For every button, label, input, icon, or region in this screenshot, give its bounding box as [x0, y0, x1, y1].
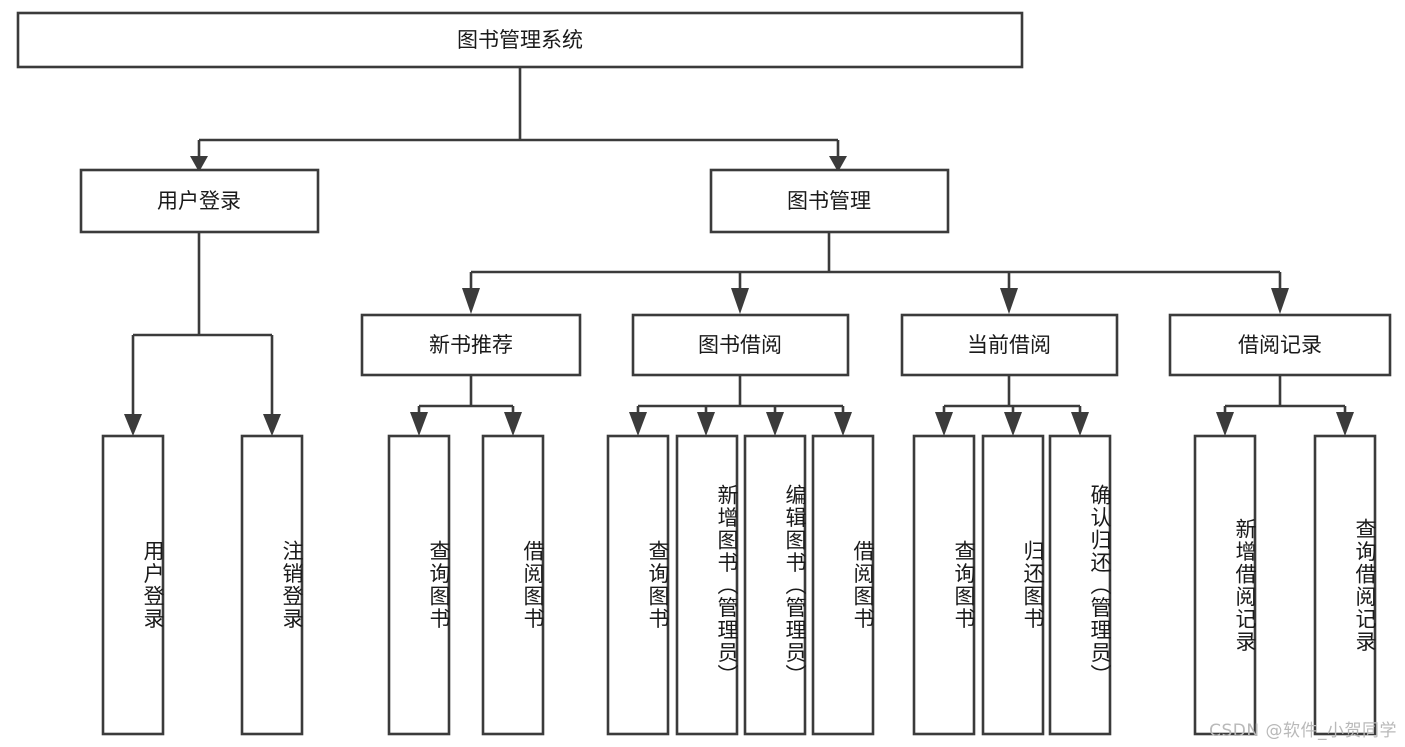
node-book-manage[interactable]: 图书管理	[709, 168, 950, 234]
leaf-box-confirm-return[interactable]	[1048, 434, 1112, 736]
user-login-label: 用户登录	[157, 189, 241, 213]
arrow-to-user-login	[190, 156, 208, 172]
leaf-box-query-book-rec[interactable]	[387, 434, 451, 736]
leaf-box-add-book[interactable]	[675, 434, 739, 736]
book-borrow-label: 图书借阅	[698, 333, 782, 357]
root-box[interactable]	[16, 11, 1024, 69]
connector-book-manage-trunk	[469, 232, 1282, 290]
book-borrow-box[interactable]	[631, 313, 850, 377]
leaf-box-add-record[interactable]	[1193, 434, 1257, 736]
arrow-to-leaf-query-book-cur	[935, 412, 953, 436]
arrow-to-leaf-query-book-rec	[410, 412, 428, 436]
borrow-record-box[interactable]	[1168, 313, 1392, 377]
arrow-to-book-borrow	[731, 288, 749, 314]
book-manage-label: 图书管理	[787, 189, 871, 213]
arrow-to-leaf-add-record	[1216, 412, 1234, 436]
arrow-to-leaf-borrow-book-rec	[504, 412, 522, 436]
arrow-to-leaf-edit-book	[766, 412, 784, 436]
arrow-to-new-book-rec	[462, 288, 480, 314]
current-borrow-box[interactable]	[900, 313, 1119, 377]
node-new-book-rec[interactable]: 新书推荐	[360, 313, 582, 377]
leaf-box-query-book-borrow[interactable]	[606, 434, 670, 736]
new-book-rec-label: 新书推荐	[429, 333, 513, 357]
connector-borrow-record-trunk	[1223, 375, 1347, 418]
leaf-box-layer	[101, 434, 1377, 736]
arrow-to-leaf-borrow-book	[834, 412, 852, 436]
leaf-box-borrow-book-rec[interactable]	[481, 434, 545, 736]
arrow-to-current-borrow	[1000, 288, 1018, 314]
leaf-box-user-login[interactable]	[101, 434, 165, 736]
csdn-watermark: CSDN @软件_小贺同学	[1209, 721, 1397, 741]
arrow-to-leaf-confirm-return	[1071, 412, 1089, 436]
arrow-to-book-manage	[829, 156, 847, 172]
node-book-borrow[interactable]: 图书借阅	[631, 313, 850, 377]
new-book-rec-box[interactable]	[360, 313, 582, 377]
current-borrow-label: 当前借阅	[967, 333, 1051, 357]
borrow-record-label: 借阅记录	[1238, 333, 1322, 357]
leaf-box-query-record[interactable]	[1313, 434, 1377, 736]
arrow-to-leaf-query-book-borrow	[629, 412, 647, 436]
connector-new-book-rec-trunk	[417, 375, 515, 418]
node-user-login[interactable]: 用户登录	[79, 168, 320, 234]
book-manage-box[interactable]	[709, 168, 950, 234]
arrow-to-leaf-return-book	[1004, 412, 1022, 436]
node-root[interactable]: 图书管理系统	[16, 11, 1024, 69]
arrow-to-leaf-user-login	[124, 414, 142, 436]
root-label: 图书管理系统	[457, 28, 583, 52]
node-current-borrow[interactable]: 当前借阅	[900, 313, 1119, 377]
leaf-box-borrow-book[interactable]	[811, 434, 875, 736]
connector-current-borrow-trunk	[942, 375, 1082, 418]
leaf-box-logout[interactable]	[240, 434, 304, 736]
arrow-to-leaf-query-record	[1336, 412, 1354, 436]
arrow-to-borrow-record	[1271, 288, 1289, 314]
node-borrow-record[interactable]: 借阅记录	[1168, 313, 1392, 377]
leaf-box-query-book-cur[interactable]	[912, 434, 976, 736]
connector-layer	[124, 67, 1354, 436]
arrow-to-leaf-logout	[263, 414, 281, 436]
leaf-box-return-book[interactable]	[981, 434, 1045, 736]
connector-user-login-trunk	[131, 232, 274, 418]
user-login-box[interactable]	[79, 168, 320, 234]
connector-root-trunk	[197, 67, 840, 160]
connector-book-borrow-trunk	[636, 375, 845, 418]
arrow-to-leaf-add-book	[697, 412, 715, 436]
leaf-box-edit-book[interactable]	[743, 434, 807, 736]
